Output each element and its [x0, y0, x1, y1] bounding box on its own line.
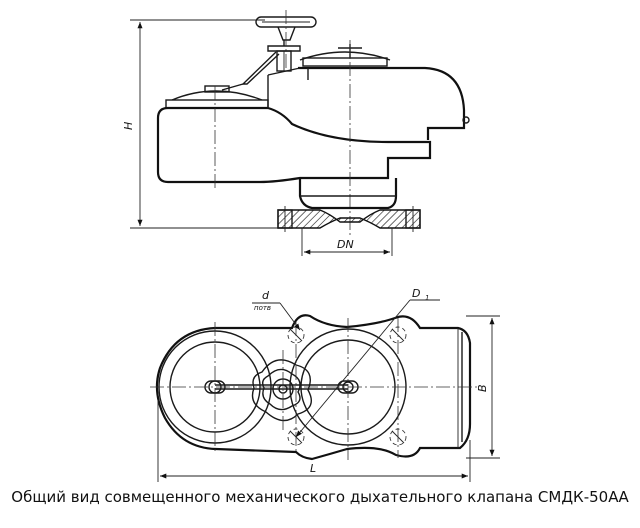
dimension-l-label: L	[310, 462, 316, 475]
dimension-dn-label: DN	[337, 238, 354, 251]
lever-linkage	[221, 50, 292, 91]
left-chamber	[156, 85, 432, 190]
dimension-d-hole: d потв	[252, 289, 301, 331]
body-outline	[155, 314, 472, 461]
dimension-h: H	[122, 19, 300, 229]
flange	[277, 206, 421, 232]
handwheel	[255, 10, 317, 70]
plan-view: D 1 d потв B L	[150, 287, 500, 482]
dimension-h-label: H	[122, 122, 135, 130]
handwheel-plan	[251, 359, 312, 422]
dimension-d-hole-label: d	[262, 289, 270, 302]
dimension-b: B	[466, 315, 500, 459]
front-view: H	[122, 10, 470, 256]
dimension-d-hole-index: потв	[254, 304, 271, 312]
dimension-b-label: B	[476, 384, 489, 392]
dimension-d1-index: 1	[425, 294, 429, 302]
dimension-l: L	[157, 400, 471, 482]
figure-caption: Общий вид совмещенного механического дых…	[11, 488, 629, 506]
dimension-dn: DN	[301, 228, 393, 256]
body-neck	[267, 40, 398, 235]
dimension-d1: D 1	[295, 287, 440, 438]
dimension-d1-label: D	[412, 287, 420, 300]
hood-cap	[298, 44, 470, 140]
